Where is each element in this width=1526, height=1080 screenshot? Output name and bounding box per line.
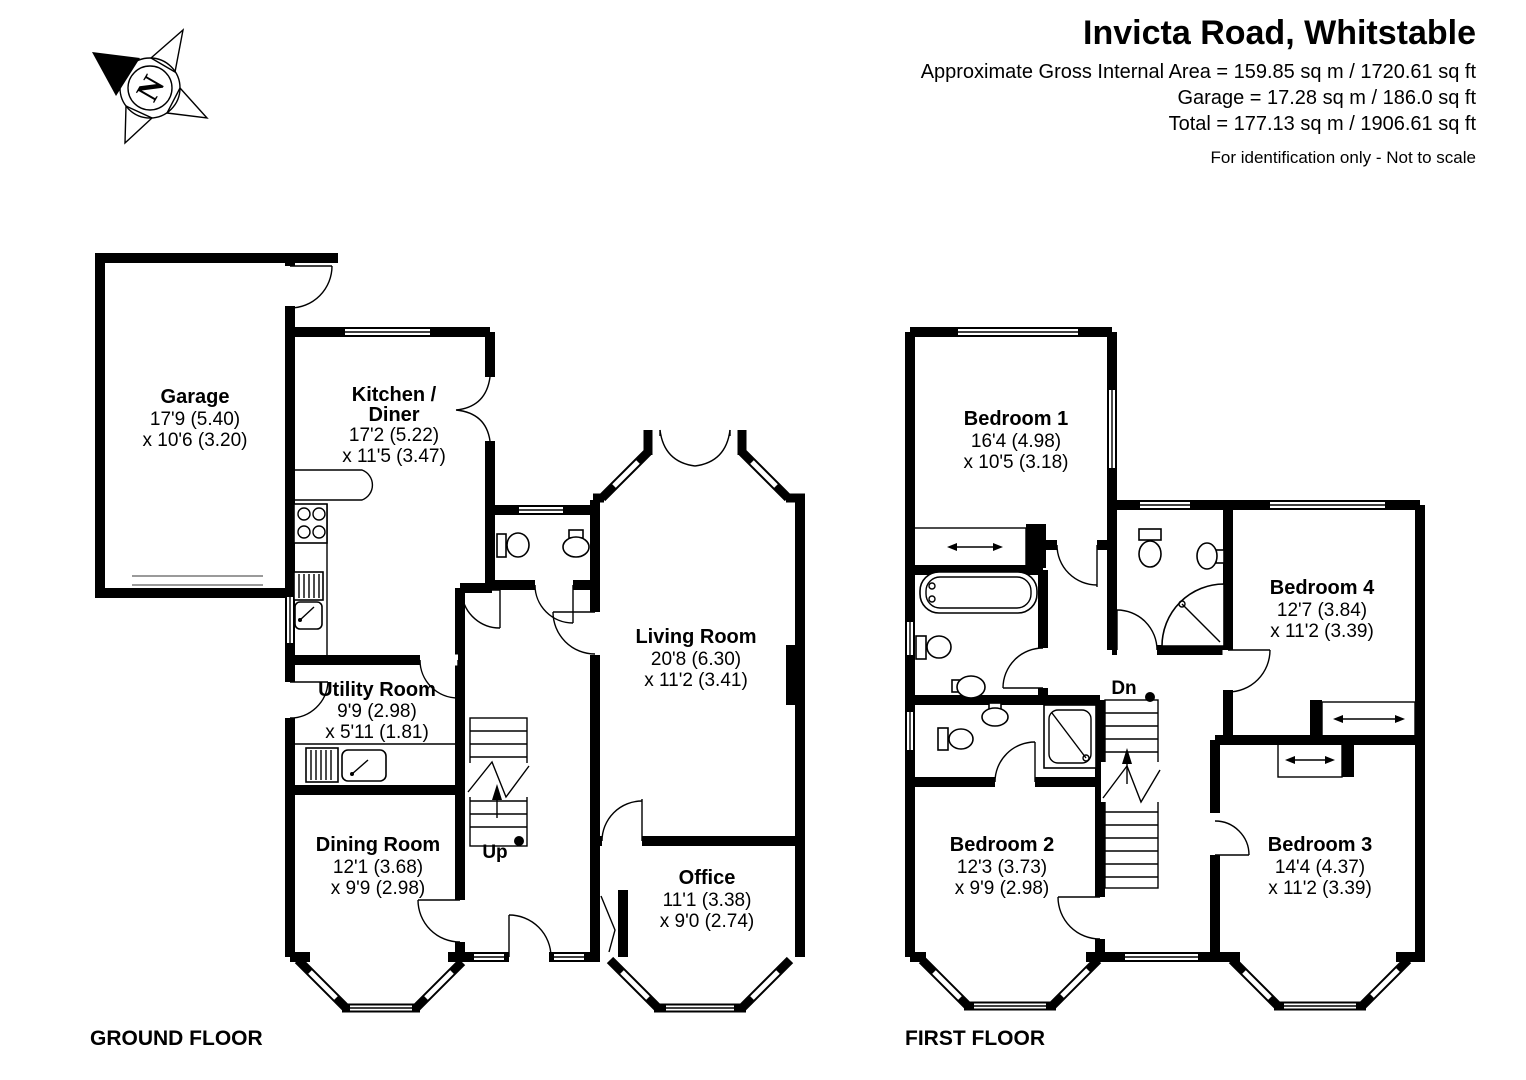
toilet-icon	[915, 635, 952, 660]
bedroom4-wardrobe	[1310, 700, 1416, 740]
kitchen-label: Kitchen / Diner 17'2 (5.22) x 11'5 (3.47…	[342, 384, 446, 467]
dining-label: Dining Room 12'1 (3.68) x 9'9 (2.98)	[316, 834, 440, 899]
page-title: Invicta Road, Whitstable	[1083, 14, 1476, 52]
svg-text:17'9 (5.40): 17'9 (5.40)	[150, 409, 240, 430]
sink-icon	[1196, 542, 1225, 570]
svg-text:11'1 (3.38): 11'1 (3.38)	[663, 890, 752, 911]
svg-text:x 10'5 (3.18): x 10'5 (3.18)	[963, 452, 1068, 473]
dining-bay-window	[294, 956, 466, 1013]
bedroom1-wardrobe	[913, 524, 1046, 568]
first-floor-label: FIRST FLOOR	[905, 1027, 1045, 1050]
garage-rear-door	[284, 265, 333, 309]
utility-sink-icon	[305, 747, 387, 783]
sink-icon	[562, 529, 590, 558]
bathroom-fittings	[915, 571, 1038, 699]
ground-floor-label: GROUND FLOOR	[90, 1027, 263, 1050]
shower-icon	[1161, 583, 1225, 647]
svg-text:Bedroom 3: Bedroom 3	[1268, 834, 1372, 856]
kitchen-counter	[292, 469, 374, 655]
svg-text:Living Room: Living Room	[635, 626, 756, 648]
utility-room-fittings	[284, 654, 459, 783]
patio-doors	[659, 429, 731, 467]
stairs-down: Dn	[1101, 678, 1162, 889]
svg-text:Office: Office	[679, 867, 736, 889]
toilet-icon	[937, 727, 974, 751]
office-label: Office 11'1 (3.38) x 9'0 (2.74)	[660, 867, 754, 932]
bedroom4-label: Bedroom 4 12'7 (3.84) x 11'2 (3.39)	[1270, 577, 1375, 642]
bedroom3-wardrobe	[1277, 743, 1354, 778]
sink-icon	[951, 675, 986, 699]
garage-area-text: Garage = 17.28 sq m / 186.0 sq ft	[1177, 87, 1476, 109]
stairs-down-label: Dn	[1111, 678, 1136, 699]
office-door	[600, 799, 643, 957]
sink-icon	[981, 702, 1009, 727]
stairs-up: Up	[466, 717, 531, 863]
bedroom2-bay-window	[918, 956, 1102, 1011]
svg-text:9'9 (2.98): 9'9 (2.98)	[337, 701, 417, 722]
toilet-icon	[1138, 528, 1162, 568]
svg-text:Bedroom 1: Bedroom 1	[964, 408, 1068, 430]
toilet-icon	[496, 532, 530, 558]
svg-text:Diner: Diner	[368, 404, 419, 426]
svg-text:Utility Room: Utility Room	[318, 679, 436, 701]
office-bay-window	[606, 956, 794, 1013]
svg-text:Kitchen /: Kitchen /	[352, 384, 437, 406]
svg-text:Bedroom 4: Bedroom 4	[1270, 577, 1375, 599]
front-entrance	[465, 914, 600, 963]
bedroom2-label: Bedroom 2 12'3 (3.73) x 9'9 (2.98)	[950, 834, 1054, 899]
stove-icon	[293, 503, 328, 544]
svg-text:x 9'0 (2.74): x 9'0 (2.74)	[660, 911, 754, 932]
hall-doors	[417, 589, 501, 943]
compass-north-icon: N	[92, 28, 209, 145]
bathtub-icon	[919, 571, 1038, 614]
compass-letter: N	[129, 69, 172, 107]
svg-text:x 11'2 (3.41): x 11'2 (3.41)	[644, 670, 748, 691]
living-label: Living Room 20'8 (6.30) x 11'2 (3.41)	[635, 626, 756, 691]
first-floor-doors	[994, 539, 1271, 940]
bedroom3-label: Bedroom 3 14'4 (4.37) x 11'2 (3.39)	[1268, 834, 1372, 899]
kitchen-side-door	[455, 376, 496, 442]
first-floor-windows	[907, 329, 1385, 960]
first-floor-plan: Dn Bedroom 1 16'4 (4.98) x 10'5 (3.18) B…	[905, 327, 1425, 1050]
svg-text:x 9'9 (2.98): x 9'9 (2.98)	[331, 878, 425, 899]
shower-icon	[1043, 704, 1097, 769]
ensuite-top-fittings	[1138, 528, 1225, 647]
svg-text:12'7 (3.84): 12'7 (3.84)	[1277, 600, 1367, 621]
wc-room	[485, 505, 600, 624]
svg-text:x 10'6 (3.20): x 10'6 (3.20)	[142, 430, 247, 451]
svg-text:16'4 (4.98): 16'4 (4.98)	[971, 431, 1061, 452]
ground-floor-plan: Up Garage 17'9 (5.40) x 10'6 (3.20) Kitc…	[90, 253, 805, 1050]
bedroom3-bay-window	[1228, 956, 1412, 1011]
header: Invicta Road, Whitstable Approximate Gro…	[921, 14, 1477, 167]
svg-text:x 5'11 (1.81): x 5'11 (1.81)	[325, 722, 429, 743]
svg-text:x 11'5 (3.47): x 11'5 (3.47)	[342, 446, 446, 467]
svg-text:17'2 (5.22): 17'2 (5.22)	[349, 425, 439, 446]
svg-text:12'3 (3.73): 12'3 (3.73)	[957, 857, 1047, 878]
svg-text:12'1 (3.68): 12'1 (3.68)	[333, 857, 423, 878]
total-area-text: Total = 177.13 sq m / 1906.61 sq ft	[1169, 113, 1477, 135]
svg-text:x 11'2 (3.39): x 11'2 (3.39)	[1270, 621, 1374, 642]
svg-text:20'8 (6.30): 20'8 (6.30)	[651, 649, 741, 670]
stairs-up-label: Up	[482, 842, 507, 863]
svg-text:Garage: Garage	[161, 386, 230, 408]
utility-label: Utility Room 9'9 (2.98) x 5'11 (1.81)	[318, 679, 436, 743]
kitchen-sink-icon	[293, 571, 324, 630]
svg-text:Bedroom 2: Bedroom 2	[950, 834, 1054, 856]
svg-text:x 11'2 (3.39): x 11'2 (3.39)	[1268, 878, 1372, 899]
svg-text:x 9'9 (2.98): x 9'9 (2.98)	[955, 878, 1049, 899]
disclaimer-text: For identification only - Not to scale	[1210, 148, 1476, 167]
svg-text:Dining Room: Dining Room	[316, 834, 440, 856]
gross-area-text: Approximate Gross Internal Area = 159.85…	[921, 61, 1477, 83]
svg-text:14'4 (4.37): 14'4 (4.37)	[1275, 857, 1365, 878]
garage-label: Garage 17'9 (5.40) x 10'6 (3.20)	[142, 386, 247, 451]
ensuite-bottom-fittings	[937, 702, 1097, 769]
bedroom1-label: Bedroom 1 16'4 (4.98) x 10'5 (3.18)	[963, 408, 1068, 473]
